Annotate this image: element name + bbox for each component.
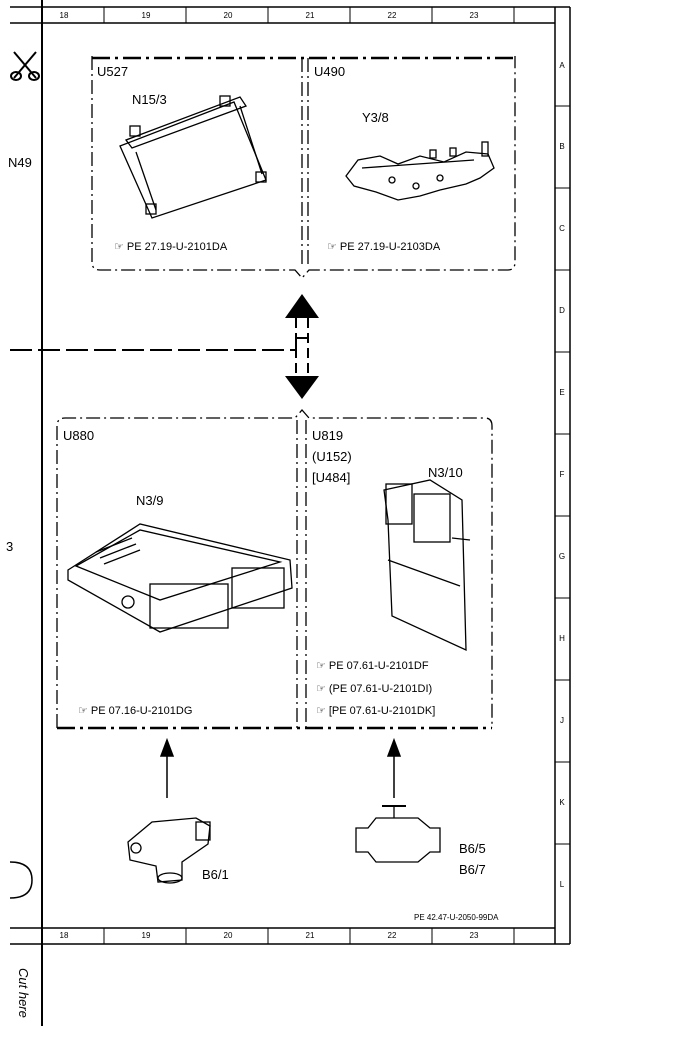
pointing-hand-icon: ☞ <box>327 241 337 253</box>
component-n15-3-drawing <box>119 95 267 219</box>
bus-connection-line <box>10 337 308 351</box>
column-label: 20 <box>223 11 233 20</box>
arrow-up-icon <box>285 294 319 318</box>
component-n3-10-drawing <box>383 479 471 652</box>
row-label: G <box>558 552 566 561</box>
column-label: 19 <box>141 931 151 940</box>
partial-component-outline <box>9 861 33 899</box>
component-id-u527: U527 <box>97 64 129 79</box>
left-margin-fragment: 3 <box>6 539 14 554</box>
sheet-frame <box>10 0 571 1026</box>
component-id-u880: U880 <box>63 428 95 443</box>
row-label: H <box>559 634 565 643</box>
pointing-hand-icon: ☞ <box>316 660 326 672</box>
component-id-u819: U819 <box>312 428 344 443</box>
bottom-group-enclosure <box>56 409 493 730</box>
page-reference-u527: ☞PE 27.19-U-2101DA <box>114 241 228 253</box>
page-reference-u880: ☞PE 07.16-U-2101DG <box>78 705 193 717</box>
pointing-hand-icon: ☞ <box>114 241 124 253</box>
row-label: D <box>559 306 565 315</box>
row-label: B <box>559 142 565 151</box>
part-number-y3-8: Y3/8 <box>362 110 389 125</box>
part-number-b6-1: B6/1 <box>202 867 229 882</box>
part-number-n15-3: N15/3 <box>132 92 167 107</box>
column-label: 18 <box>59 931 69 940</box>
column-label: 19 <box>141 11 151 20</box>
component-n3-9-drawing <box>67 523 293 633</box>
left-margin-fragment: N49 <box>8 155 32 170</box>
pointing-hand-icon: ☞ <box>316 683 326 695</box>
column-label: 23 <box>469 931 479 940</box>
part-number-n3-9: N3/9 <box>136 493 164 508</box>
row-label: K <box>559 798 565 807</box>
part-number-b6-7: B6/7 <box>459 862 486 877</box>
sensor-b6-1-drawing <box>127 817 211 884</box>
arrow-down-icon <box>285 376 319 399</box>
row-label: A <box>559 61 565 70</box>
row-label: F <box>559 470 565 479</box>
column-label: 21 <box>305 931 315 940</box>
pointing-hand-icon: ☞ <box>316 705 326 717</box>
component-y3-8-drawing <box>345 141 495 201</box>
part-number-n3-10: N3/10 <box>428 465 463 480</box>
row-label: C <box>559 224 565 233</box>
column-label: 20 <box>223 931 233 940</box>
part-number-b6-5: B6/5 <box>459 841 486 856</box>
row-ticks <box>555 105 570 845</box>
scissors-icon <box>10 51 40 81</box>
component-id-u152: (U152) <box>312 449 352 464</box>
column-label: 23 <box>469 11 479 20</box>
column-label: 22 <box>387 11 397 20</box>
pointing-hand-icon: ☞ <box>78 705 88 717</box>
column-label: 21 <box>305 11 315 20</box>
column-label: 18 <box>59 11 69 20</box>
cut-here-label: Cut here <box>16 968 31 1018</box>
page-reference-u490: ☞PE 27.19-U-2103DA <box>327 241 441 253</box>
row-label: E <box>559 388 565 397</box>
frame-reference: PE 42.47-U-2050-99DA <box>414 913 499 922</box>
page-reference-u152: ☞(PE 07.61-U-2101DI) <box>316 683 433 695</box>
row-label: L <box>559 880 565 889</box>
signal-arrow-left <box>159 737 175 798</box>
page-reference-u819: ☞PE 07.61-U-2101DF <box>316 660 429 672</box>
signal-arrow-right <box>386 737 402 798</box>
page-reference-u484: ☞[PE 07.61-U-2101DK] <box>316 705 436 717</box>
component-id-u484: [U484] <box>312 470 351 485</box>
row-label: J <box>560 716 564 725</box>
column-ticks <box>103 7 515 944</box>
column-label: 22 <box>387 931 397 940</box>
top-group-enclosure <box>91 56 516 279</box>
component-id-u490: U490 <box>314 64 346 79</box>
sensor-b6-5-drawing <box>355 805 441 863</box>
bus-vertical-link <box>295 318 309 376</box>
